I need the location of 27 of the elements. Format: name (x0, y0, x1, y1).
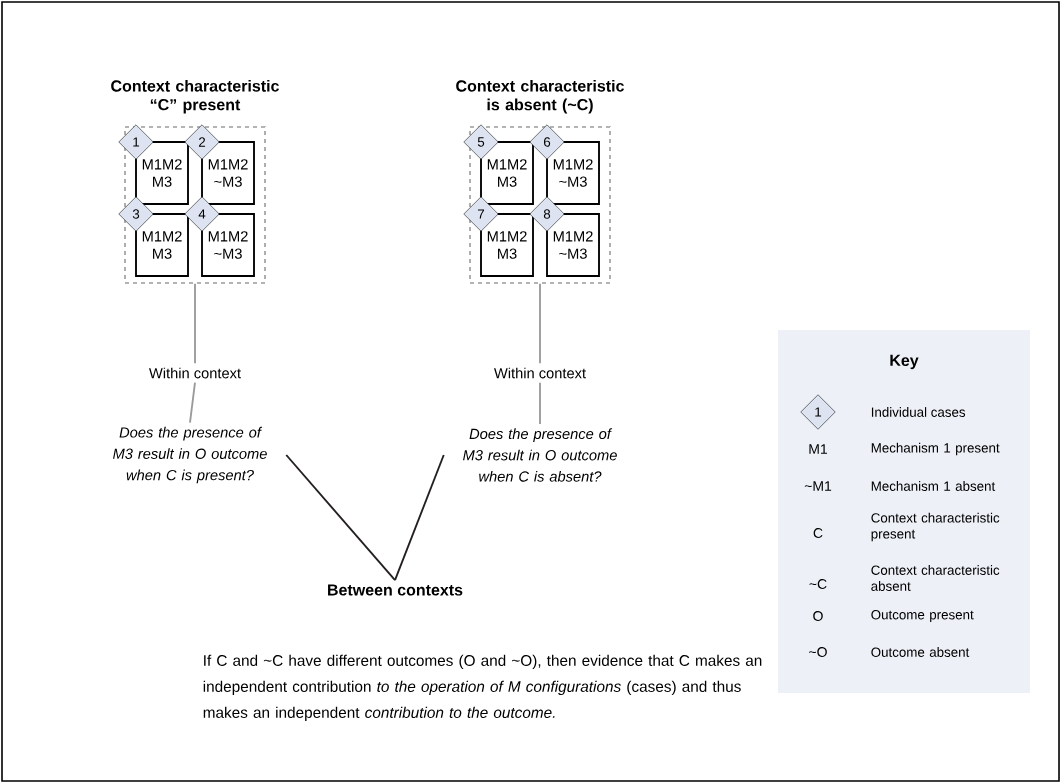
node-label: Context characteristic is absent (~C) (456, 79, 624, 114)
key-label: Context characteristic present (871, 512, 1000, 542)
question-text: Does the presence of M3 result in O outcome when C is absent? (463, 428, 617, 482)
connector-line (189, 381, 196, 424)
within-context-text: Within context (149, 367, 241, 379)
connector-line (539, 381, 541, 425)
question-text: Does the presence of M3 result in O outcome when C is present? (113, 426, 267, 484)
connector-line (394, 454, 445, 582)
connector-line (194, 282, 196, 365)
within-context-text: Within context (494, 367, 586, 379)
key-label: Mechanism 1 absent (871, 481, 996, 491)
connector-line (285, 454, 396, 582)
node-label: Context characteristic “C” present (111, 79, 279, 114)
key-label: Mechanism 1 present (871, 442, 1000, 456)
key-label: Outcome present (871, 609, 974, 623)
connector-line (539, 282, 541, 365)
key-symbol: ~M1 (804, 481, 832, 491)
key-label: Individual cases (871, 407, 966, 417)
key-symbol: M1 (809, 444, 828, 454)
key-symbol: C (813, 528, 823, 538)
between-contexts-heading: Between contexts (328, 584, 463, 596)
key-label: Outcome absent (871, 647, 970, 657)
key-symbol: ~C (809, 579, 827, 589)
key-symbol: O (813, 611, 823, 621)
explanation-paragraph: If C and ~C have different outcomes (O and ~O), then evidence that C makes an independent contribution to the operation of M configurations (cases) and thus makes an independent contribution to the outcome. (203, 654, 762, 721)
key-symbol: ~O (809, 647, 827, 657)
key-label: Context characteristic absent (871, 565, 1000, 591)
